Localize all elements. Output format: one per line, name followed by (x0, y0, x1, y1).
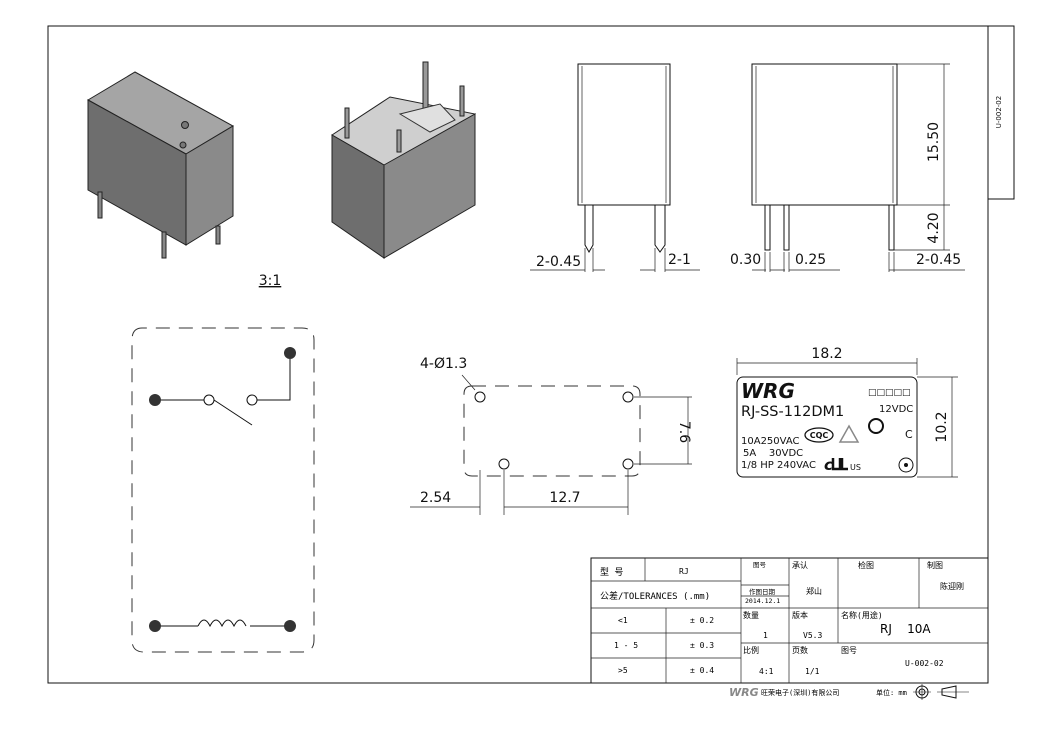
front-view: 0.30 0.25 2-0.45 15.50 4.20 (730, 63, 965, 272)
tb-check-label: 检图 (858, 561, 874, 570)
footprint-hole-label: 4-Ø1.3 (420, 356, 467, 372)
tb-approver: 郑山 (806, 587, 822, 596)
label-rating-2: 5A 30VDC (743, 448, 803, 459)
scale-label: 3:1 (259, 273, 282, 289)
side-pin-width-right: 2-1 (668, 252, 691, 268)
label-rating-1: 10A250VAC (741, 436, 800, 447)
tb-approve-label: 承认 (792, 561, 808, 570)
front-pin-height: 4.20 (926, 212, 942, 243)
sheet-border (47, 25, 989, 684)
company-name: 旺荣电子(深圳)有限公司 (761, 689, 840, 697)
tb-tol-value-2: ± 0.3 (690, 641, 715, 650)
side-view: 2-0.45 2-1 (530, 63, 700, 272)
tb-tol-value-1: ± 0.2 (690, 616, 715, 625)
relay-schematic (131, 327, 315, 653)
tb-tol-range-1: <1 (618, 616, 628, 625)
label-brand: WRG (741, 379, 795, 403)
iso-view-relay-pins (331, 61, 477, 259)
label-ul-mark: US (850, 463, 861, 472)
tb-number-label: 图号 (841, 646, 857, 655)
tb-name-label: 名称(用途) (841, 611, 883, 620)
tb-pages-label: 页数 (792, 646, 808, 655)
tb-qty-label: 数量 (743, 611, 759, 620)
tb-tol-range-2: 1 - 5 (614, 641, 639, 650)
tb-drafter: 陈迎刚 (940, 582, 964, 591)
label-rating-3: 1/8 HP 240VAC (741, 460, 816, 471)
tb-draw-label: 制图 (927, 561, 943, 570)
footprint-dim-vertical: 7.6 (676, 421, 692, 443)
label-model: RJ-SS-112DM1 (741, 404, 844, 420)
footprint-view: 4-Ø1.3 7.6 2.54 12.7 (410, 356, 692, 515)
tb-pages: 1/1 (805, 667, 820, 676)
label-height: 10.2 (934, 411, 950, 442)
front-pin-offset-a: 0.30 (730, 252, 761, 268)
footprint-dim-bottom: 12.7 (549, 490, 580, 506)
tb-tol-value-3: ± 0.4 (690, 666, 715, 675)
company-logo: WRG (729, 686, 759, 699)
tb-name-value: RJ 10A (880, 622, 931, 636)
tb-version: V5.3 (803, 631, 823, 640)
tb-tolerance-label: 公差/TOLERANCES (.mm) (600, 592, 711, 602)
tb-drawn-date: 2014.12.1 (745, 597, 781, 605)
label-date-code: □□□□□ (868, 388, 911, 398)
tb-tol-range-3: >5 (618, 666, 628, 675)
front-pin-offset-b: 0.25 (795, 252, 826, 268)
label-c-mark: C (905, 428, 913, 441)
front-pin-width: 2-0.45 (916, 252, 961, 268)
tb-drawn-date-label: 作图日期 (749, 588, 775, 596)
tb-model-value: RJ (679, 567, 689, 576)
tb-version-label: 版本 (792, 611, 808, 620)
side-tab (987, 25, 1015, 200)
title-block (590, 557, 989, 684)
tb-model-label: 型 号 (600, 568, 624, 578)
label-ccc-mark: CQC (810, 431, 829, 440)
projection-symbol-icon (913, 684, 969, 700)
tb-number-value: U-002-02 (905, 659, 944, 668)
iso-view-relay (86, 71, 235, 259)
footprint-dim-left: 2.54 (420, 490, 451, 506)
tb-ratio: 4:1 (759, 667, 774, 676)
label-width: 18.2 (811, 346, 842, 362)
side-pin-width-left: 2-0.45 (536, 254, 581, 270)
unit-label: 单位: mm (876, 689, 907, 697)
tb-ratio-label: 比例 (743, 646, 759, 655)
tb-drawing-no-label: 图号 (753, 561, 766, 569)
label-view: 18.2 10.2 WRG □□□□□ RJ-SS-112DM1 12VDC C… (736, 346, 958, 478)
side-drawing-number: U-002-02 (995, 96, 1003, 128)
tb-qty: 1 (763, 631, 768, 640)
front-body-height: 15.50 (926, 122, 942, 162)
label-ul-logo: c (824, 456, 833, 474)
label-coil-voltage: 12VDC (879, 404, 913, 415)
